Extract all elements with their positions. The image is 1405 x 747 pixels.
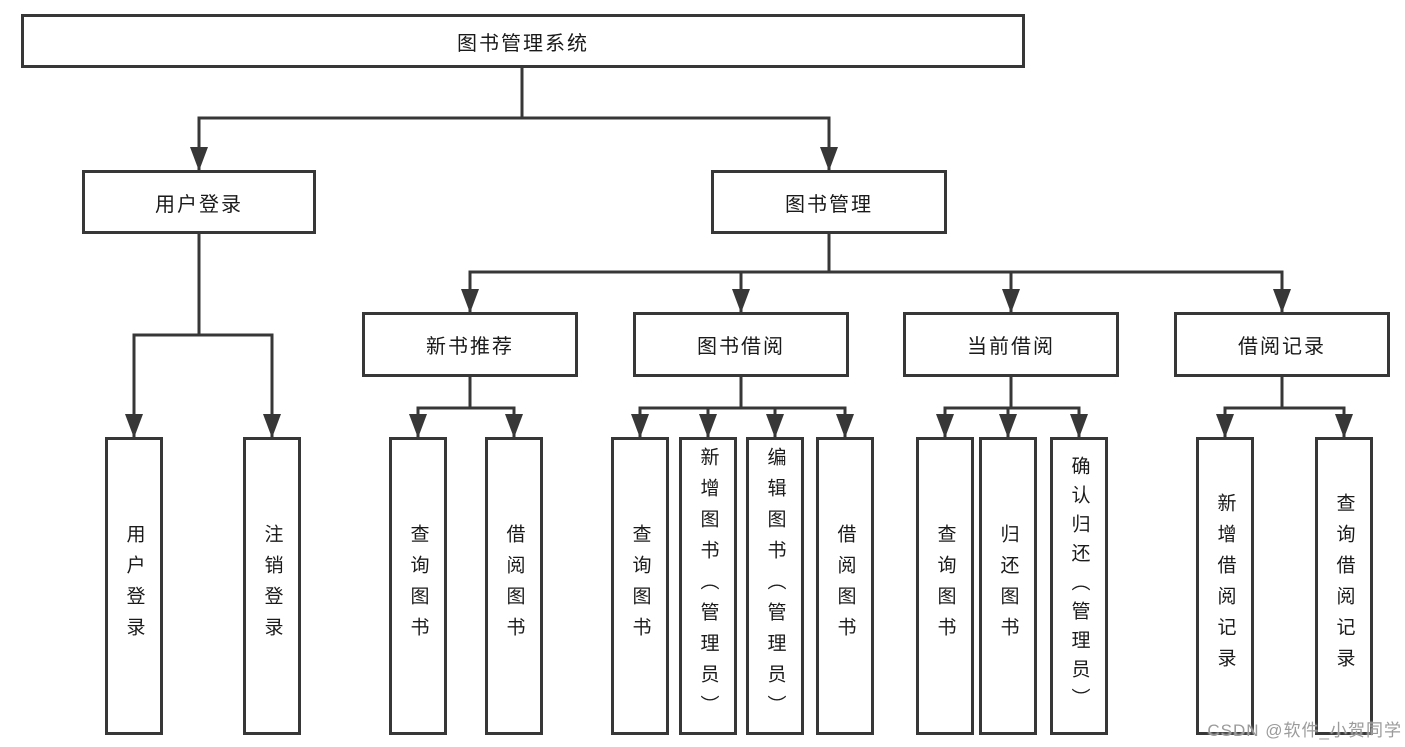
connector-book-management xyxy=(468,234,1284,274)
connector-borrow-records xyxy=(1223,377,1346,410)
node-label: 新增图书（管理员） xyxy=(697,446,719,726)
node-label: 查询借阅记录 xyxy=(1333,493,1355,679)
node-add-borrow-record: 新增借阅记录 xyxy=(1196,437,1254,735)
node-add-book-admin: 新增图书（管理员） xyxy=(679,437,737,735)
node-query-borrow-record: 查询借阅记录 xyxy=(1315,437,1373,735)
node-label: 确认归还（管理员） xyxy=(1068,455,1090,717)
node-book-management: 图书管理 xyxy=(711,170,947,234)
node-label: 查询图书 xyxy=(934,524,956,648)
connector-root xyxy=(197,67,831,120)
node-label: 注销登录 xyxy=(261,524,283,648)
node-new-book-recommend: 新书推荐 xyxy=(362,312,578,377)
connector-new-book xyxy=(416,377,516,410)
node-user-login: 用户登录 xyxy=(82,170,316,234)
node-current-borrow: 当前借阅 xyxy=(903,312,1119,377)
node-return-books: 归还图书 xyxy=(979,437,1037,735)
node-query-books-current: 查询图书 xyxy=(916,437,974,735)
node-label: 归还图书 xyxy=(997,524,1019,648)
node-library-system: 图书管理系统 xyxy=(21,14,1025,68)
node-label: 编辑图书（管理员） xyxy=(764,446,786,726)
node-confirm-return-admin: 确认归还（管理员） xyxy=(1050,437,1108,735)
node-label: 用户登录 xyxy=(123,524,145,648)
node-label: 新增借阅记录 xyxy=(1214,493,1236,679)
node-borrow-books: 借阅图书 xyxy=(816,437,874,735)
node-query-books-borrow: 查询图书 xyxy=(611,437,669,735)
node-logout: 注销登录 xyxy=(243,437,301,735)
connector-user-login xyxy=(132,234,274,337)
node-label: 借阅图书 xyxy=(834,524,856,648)
node-borrow-books-recommend: 借阅图书 xyxy=(485,437,543,735)
node-query-books-recommend: 查询图书 xyxy=(389,437,447,735)
node-edit-book-admin: 编辑图书（管理员） xyxy=(746,437,804,735)
node-user-login-op: 用户登录 xyxy=(105,437,163,735)
connector-book-borrow xyxy=(638,377,847,410)
connector-current-borrow xyxy=(943,377,1081,410)
node-label: 查询图书 xyxy=(407,524,429,648)
node-book-borrow: 图书借阅 xyxy=(633,312,849,377)
node-label: 借阅图书 xyxy=(503,524,525,648)
node-label: 查询图书 xyxy=(629,524,651,648)
node-borrow-records: 借阅记录 xyxy=(1174,312,1390,377)
watermark: CSDN @软件_小贺同学 xyxy=(1207,721,1402,740)
